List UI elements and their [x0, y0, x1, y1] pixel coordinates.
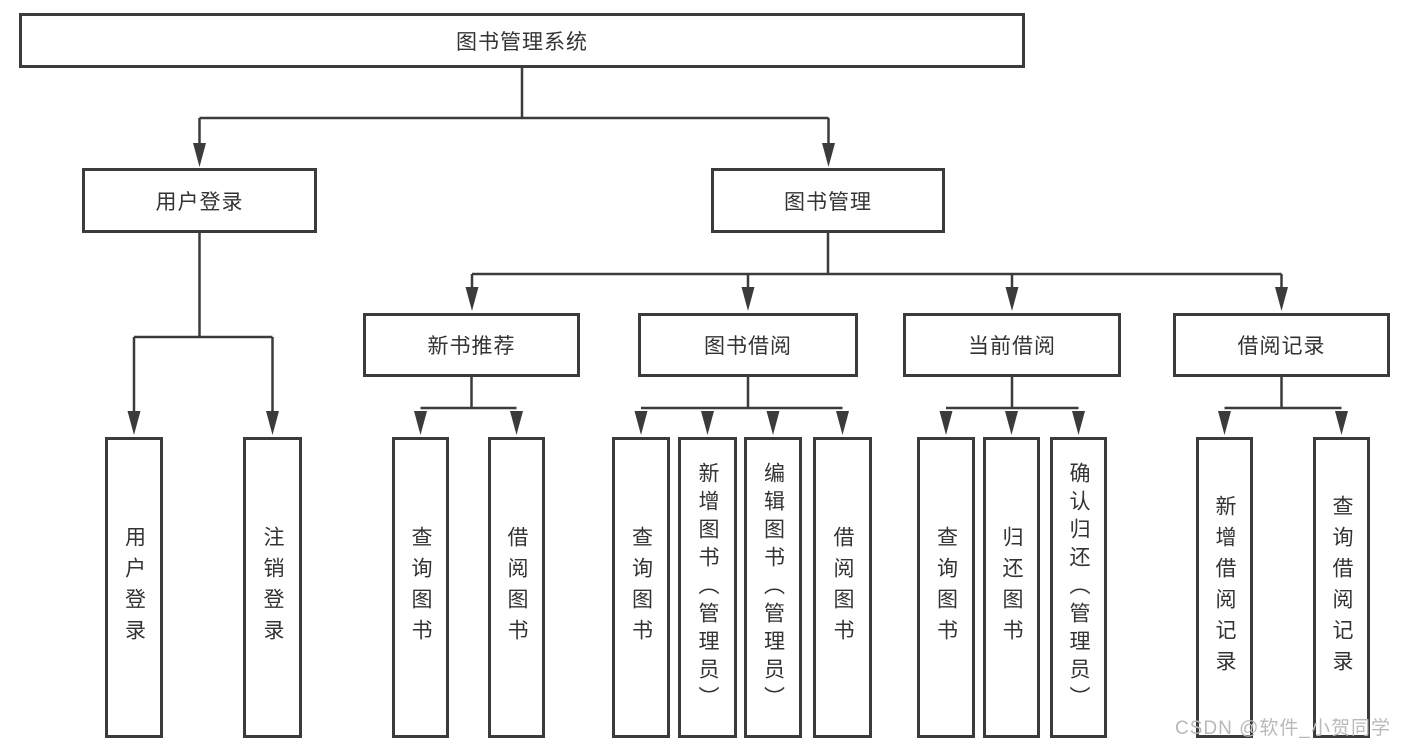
leaf-query-borrow-record: 查询借阅记录: [1313, 437, 1370, 738]
leaf-borrow-query-books: 查询图书: [612, 437, 670, 738]
leaf-return-books: 归还图书: [983, 437, 1040, 738]
node-book-borrowing: 图书借阅: [638, 313, 858, 377]
csdn-watermark: CSDN @软件_小贺同学: [1175, 718, 1391, 739]
leaf-edit-books-admin: 编辑图书（管理员）: [744, 437, 802, 738]
node-book-management: 图书管理: [711, 168, 945, 233]
leaf-add-books-admin: 新增图书（管理员）: [678, 437, 737, 738]
node-new-book-recommendation: 新书推荐: [363, 313, 580, 377]
node-user-login: 用户登录: [82, 168, 317, 233]
leaf-rec-query-books: 查询图书: [392, 437, 449, 738]
node-borrowing-records: 借阅记录: [1173, 313, 1390, 377]
leaf-add-borrow-record: 新增借阅记录: [1196, 437, 1253, 738]
leaf-borrow-books: 借阅图书: [813, 437, 872, 738]
leaf-confirm-return-admin: 确认归还（管理员）: [1050, 437, 1107, 738]
leaf-current-query-books: 查询图书: [917, 437, 975, 738]
node-current-borrowing: 当前借阅: [903, 313, 1121, 377]
leaf-rec-borrow-books: 借阅图书: [488, 437, 545, 738]
node-root-system: 图书管理系统: [19, 13, 1025, 68]
leaf-user-login: 用户登录: [105, 437, 163, 738]
leaf-logout: 注销登录: [243, 437, 302, 738]
